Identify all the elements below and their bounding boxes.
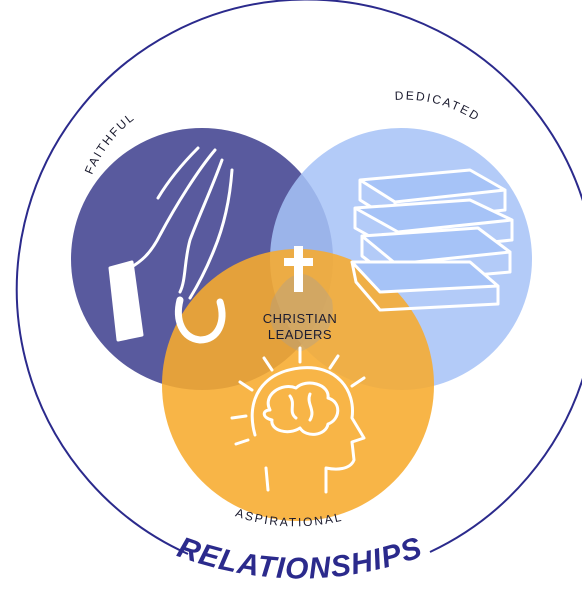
center-label-line2: LEADERS [268,327,332,342]
books-icon [350,168,514,312]
relationships-title: RELATIONSHIPS [173,531,426,586]
cross-icon [284,246,313,292]
praying-hands-icon [108,146,234,344]
brain-head-icon [230,346,366,494]
outer-ring-left [15,0,582,555]
dedicated-label: DEDICATED [395,89,483,125]
center-overlap [269,274,333,352]
center-label-line1: CHRISTIAN [263,311,338,326]
